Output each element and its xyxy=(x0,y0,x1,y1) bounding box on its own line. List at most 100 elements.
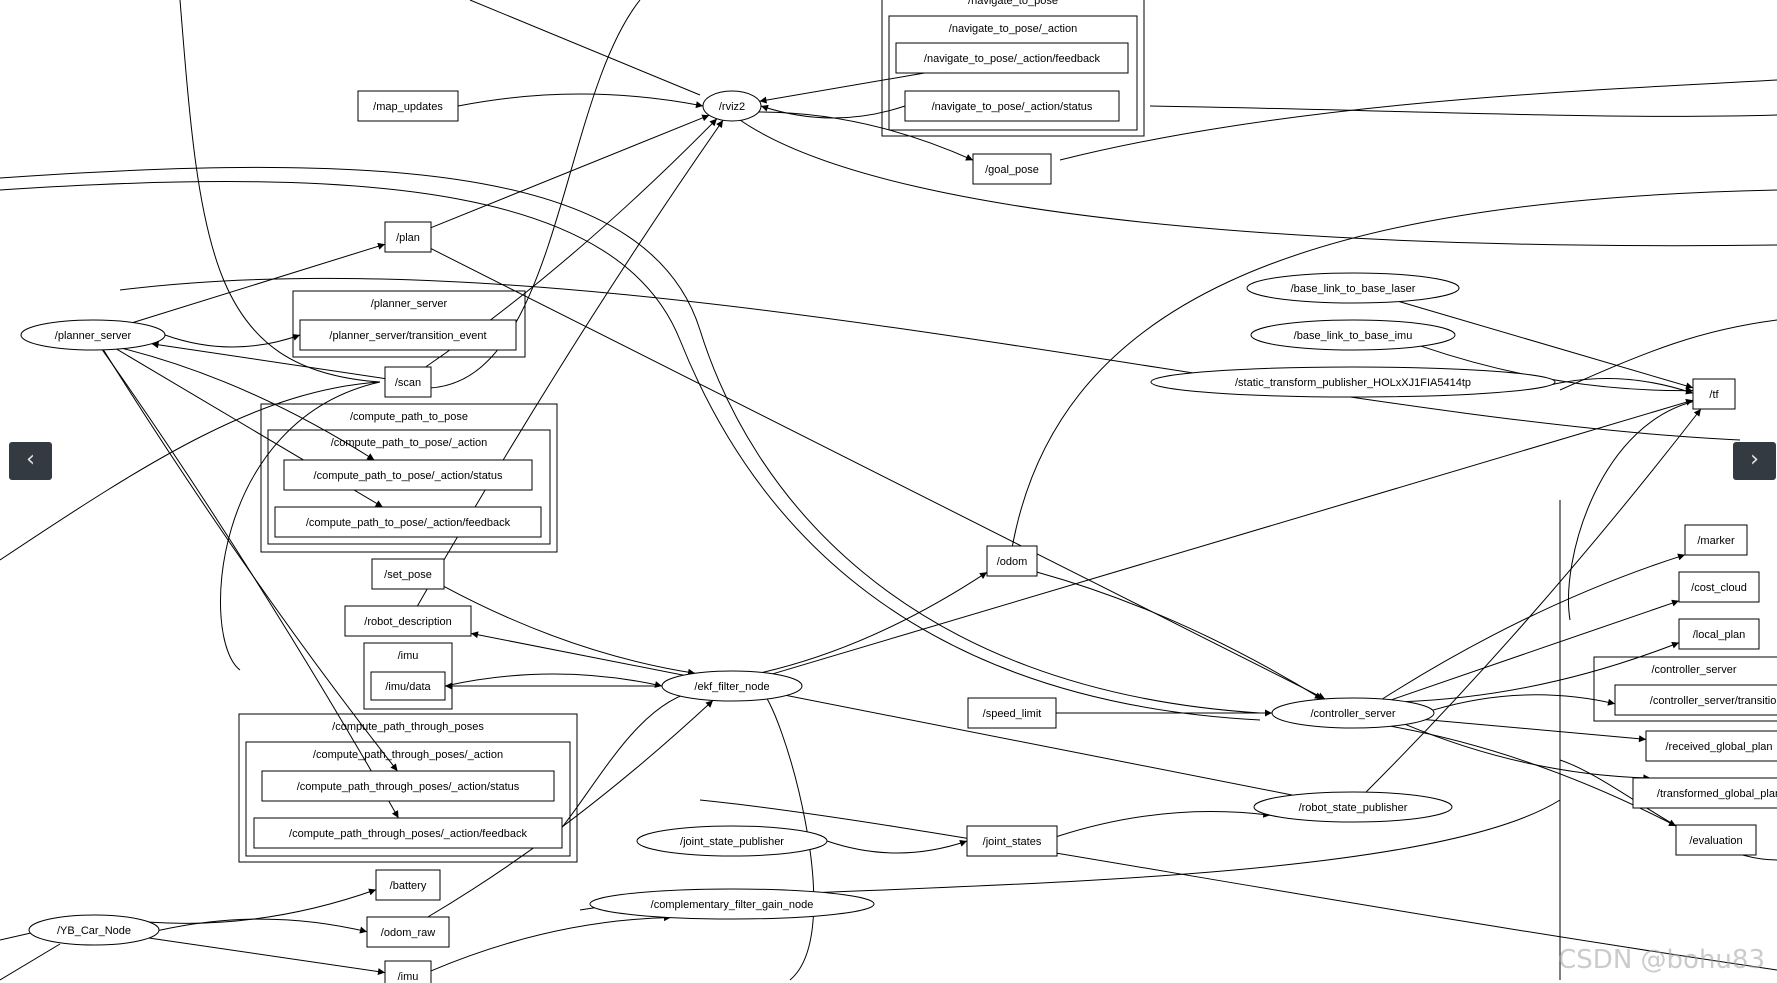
node-shape xyxy=(253,817,563,849)
node-set_pose[interactable]: /set_pose xyxy=(371,558,445,590)
nodes: /rviz2/map_updates/goal_pose/plan/planne… xyxy=(20,42,1777,983)
node-cpthp_feedback[interactable]: /compute_path_through_poses/_action/feed… xyxy=(253,817,563,849)
node-goal_pose[interactable]: /goal_pose xyxy=(972,153,1052,185)
edge-joint_states-to-rsp xyxy=(1056,810,1271,837)
node-label: /compute_path_to_pose/_action/feedback xyxy=(306,517,511,529)
node-shape xyxy=(274,506,542,538)
edge-ekf-to-tf xyxy=(772,398,1694,675)
edge-odom_raw-to-ekf xyxy=(427,700,714,918)
node-shape xyxy=(375,869,441,901)
background-edge xyxy=(0,381,381,561)
node-speed_limit[interactable]: /speed_limit xyxy=(967,697,1057,729)
cluster-cl_ntp: /navigate_to_pose xyxy=(881,0,1145,137)
background-edge xyxy=(559,689,701,831)
node-transformed_plan[interactable]: /transformed_global_plan xyxy=(1632,777,1777,809)
cluster-label: /compute_path_through_poses xyxy=(332,721,484,733)
node-received_plan[interactable]: /received_global_plan xyxy=(1645,730,1777,762)
node-cptp_feedback[interactable]: /compute_path_to_pose/_action/feedback xyxy=(274,506,542,538)
node-label: /navigate_to_pose/_action/status xyxy=(932,101,1093,113)
edge-controller-to-ctrl_transition xyxy=(1432,694,1616,711)
node-bl_laser[interactable]: /base_link_to_base_laser xyxy=(1246,272,1460,304)
node-evaluation[interactable]: /evaluation xyxy=(1675,824,1757,856)
node-cpthp_status[interactable]: /compute_path_through_poses/_action/stat… xyxy=(261,770,555,802)
node-ctrl_transition[interactable]: /controller_server/transition_ev xyxy=(1614,684,1777,716)
node-label: /map_updates xyxy=(373,101,443,113)
node-bl_imu[interactable]: /base_link_to_base_imu xyxy=(1250,319,1456,351)
node-label: /robot_description xyxy=(364,616,451,628)
node-shape xyxy=(20,319,166,351)
node-rviz2[interactable]: /rviz2 xyxy=(702,90,762,122)
node-imu_data[interactable]: /imu/data xyxy=(370,671,446,701)
cluster-cl_controller: /controller_server xyxy=(1593,656,1777,722)
cluster-frame xyxy=(881,0,1145,137)
edge-planner_server-to-plan xyxy=(132,242,386,323)
node-jsp[interactable]: /joint_state_publisher xyxy=(636,825,828,857)
cluster-cl_cptp: /compute_path_to_pose xyxy=(260,403,558,553)
node-cptp_status[interactable]: /compute_path_to_pose/_action/status xyxy=(283,459,533,491)
node-shape xyxy=(344,605,472,637)
cluster-label: /compute_path_through_poses/_action xyxy=(313,749,503,761)
node-battery[interactable]: /battery xyxy=(375,869,441,901)
node-ntp_status[interactable]: /navigate_to_pose/_action/status xyxy=(904,90,1120,122)
edge-imu_bottom-to-cfg xyxy=(430,914,672,972)
edge-yb-to-odom_raw xyxy=(158,918,368,934)
edge-yb-to-imu_bottom xyxy=(148,937,386,976)
background-edge xyxy=(119,277,1741,441)
node-label: /battery xyxy=(390,880,427,892)
next-slide-button[interactable]: › xyxy=(1733,442,1776,480)
node-yb[interactable]: /YB_Car_Node xyxy=(28,914,160,946)
node-plan[interactable]: /plan xyxy=(384,221,432,253)
node-ntp_feedback[interactable]: /navigate_to_pose/_action/feedback xyxy=(895,42,1129,74)
cluster-label: /planner_server xyxy=(371,298,448,310)
node-shape xyxy=(1632,777,1777,809)
node-shape xyxy=(1684,524,1748,556)
node-shape xyxy=(1150,366,1556,398)
cluster-label: /compute_path_to_pose/_action xyxy=(331,437,488,449)
node-odom_raw[interactable]: /odom_raw xyxy=(366,916,450,948)
node-planner_transition[interactable]: /planner_server/transition_event xyxy=(299,319,517,351)
background-edge xyxy=(1559,759,1777,861)
node-tf[interactable]: /tf xyxy=(1692,378,1736,410)
node-label: /scan xyxy=(395,377,421,389)
node-label: /controller_server/transition_ev xyxy=(1650,695,1777,707)
node-controller[interactable]: /controller_server xyxy=(1271,697,1435,729)
node-joint_states[interactable]: /joint_states xyxy=(966,825,1058,857)
background-edge xyxy=(1559,319,1777,391)
node-local_plan[interactable]: /local_plan xyxy=(1678,618,1760,650)
cluster-frame xyxy=(245,741,571,857)
node-robot_description[interactable]: /robot_description xyxy=(344,605,472,637)
node-planner_server[interactable]: /planner_server xyxy=(20,319,166,351)
cluster-frame xyxy=(292,290,526,358)
cluster-frame xyxy=(363,642,453,710)
node-static_tp[interactable]: /static_transform_publisher_HOLxXJ1FIA54… xyxy=(1150,366,1556,398)
node-shape xyxy=(357,90,459,122)
node-label: /compute_path_through_poses/_action/stat… xyxy=(297,781,520,793)
node-odom[interactable]: /odom xyxy=(986,545,1038,577)
node-label: /goal_pose xyxy=(985,164,1039,176)
node-cost_cloud[interactable]: /cost_cloud xyxy=(1678,571,1760,603)
node-label: /set_pose xyxy=(384,569,432,581)
edge-controller-to-received_plan xyxy=(1425,719,1647,743)
node-label: /imu xyxy=(398,971,419,983)
edge-bl_laser-to-tf xyxy=(1398,301,1694,390)
background-edge xyxy=(1568,399,1701,621)
node-map_updates[interactable]: /map_updates xyxy=(357,90,459,122)
node-ekf[interactable]: /ekf_filter_node xyxy=(661,670,803,702)
node-cfg[interactable]: /complementary_filter_gain_node xyxy=(589,888,875,920)
node-scan[interactable]: /scan xyxy=(384,366,432,398)
background-edge xyxy=(0,943,61,981)
node-label: /imu/data xyxy=(385,681,431,693)
node-shape xyxy=(1645,730,1777,762)
node-marker[interactable]: /marker xyxy=(1684,524,1748,556)
node-shape xyxy=(972,153,1052,185)
background-edge xyxy=(739,119,1777,247)
prev-slide-button[interactable]: ‹ xyxy=(9,442,52,480)
node-label: /static_transform_publisher_HOLxXJ1FIA54… xyxy=(1235,377,1471,389)
node-imu_bottom[interactable]: /imu xyxy=(384,960,432,983)
node-label: /tf xyxy=(1709,389,1719,401)
cluster-cl_imu: /imu xyxy=(363,642,453,710)
edge-rsp-to-robot_description xyxy=(470,631,1293,796)
node-shape xyxy=(1271,697,1435,729)
node-rsp[interactable]: /robot_state_publisher xyxy=(1253,791,1453,823)
node-shape xyxy=(1614,684,1777,716)
